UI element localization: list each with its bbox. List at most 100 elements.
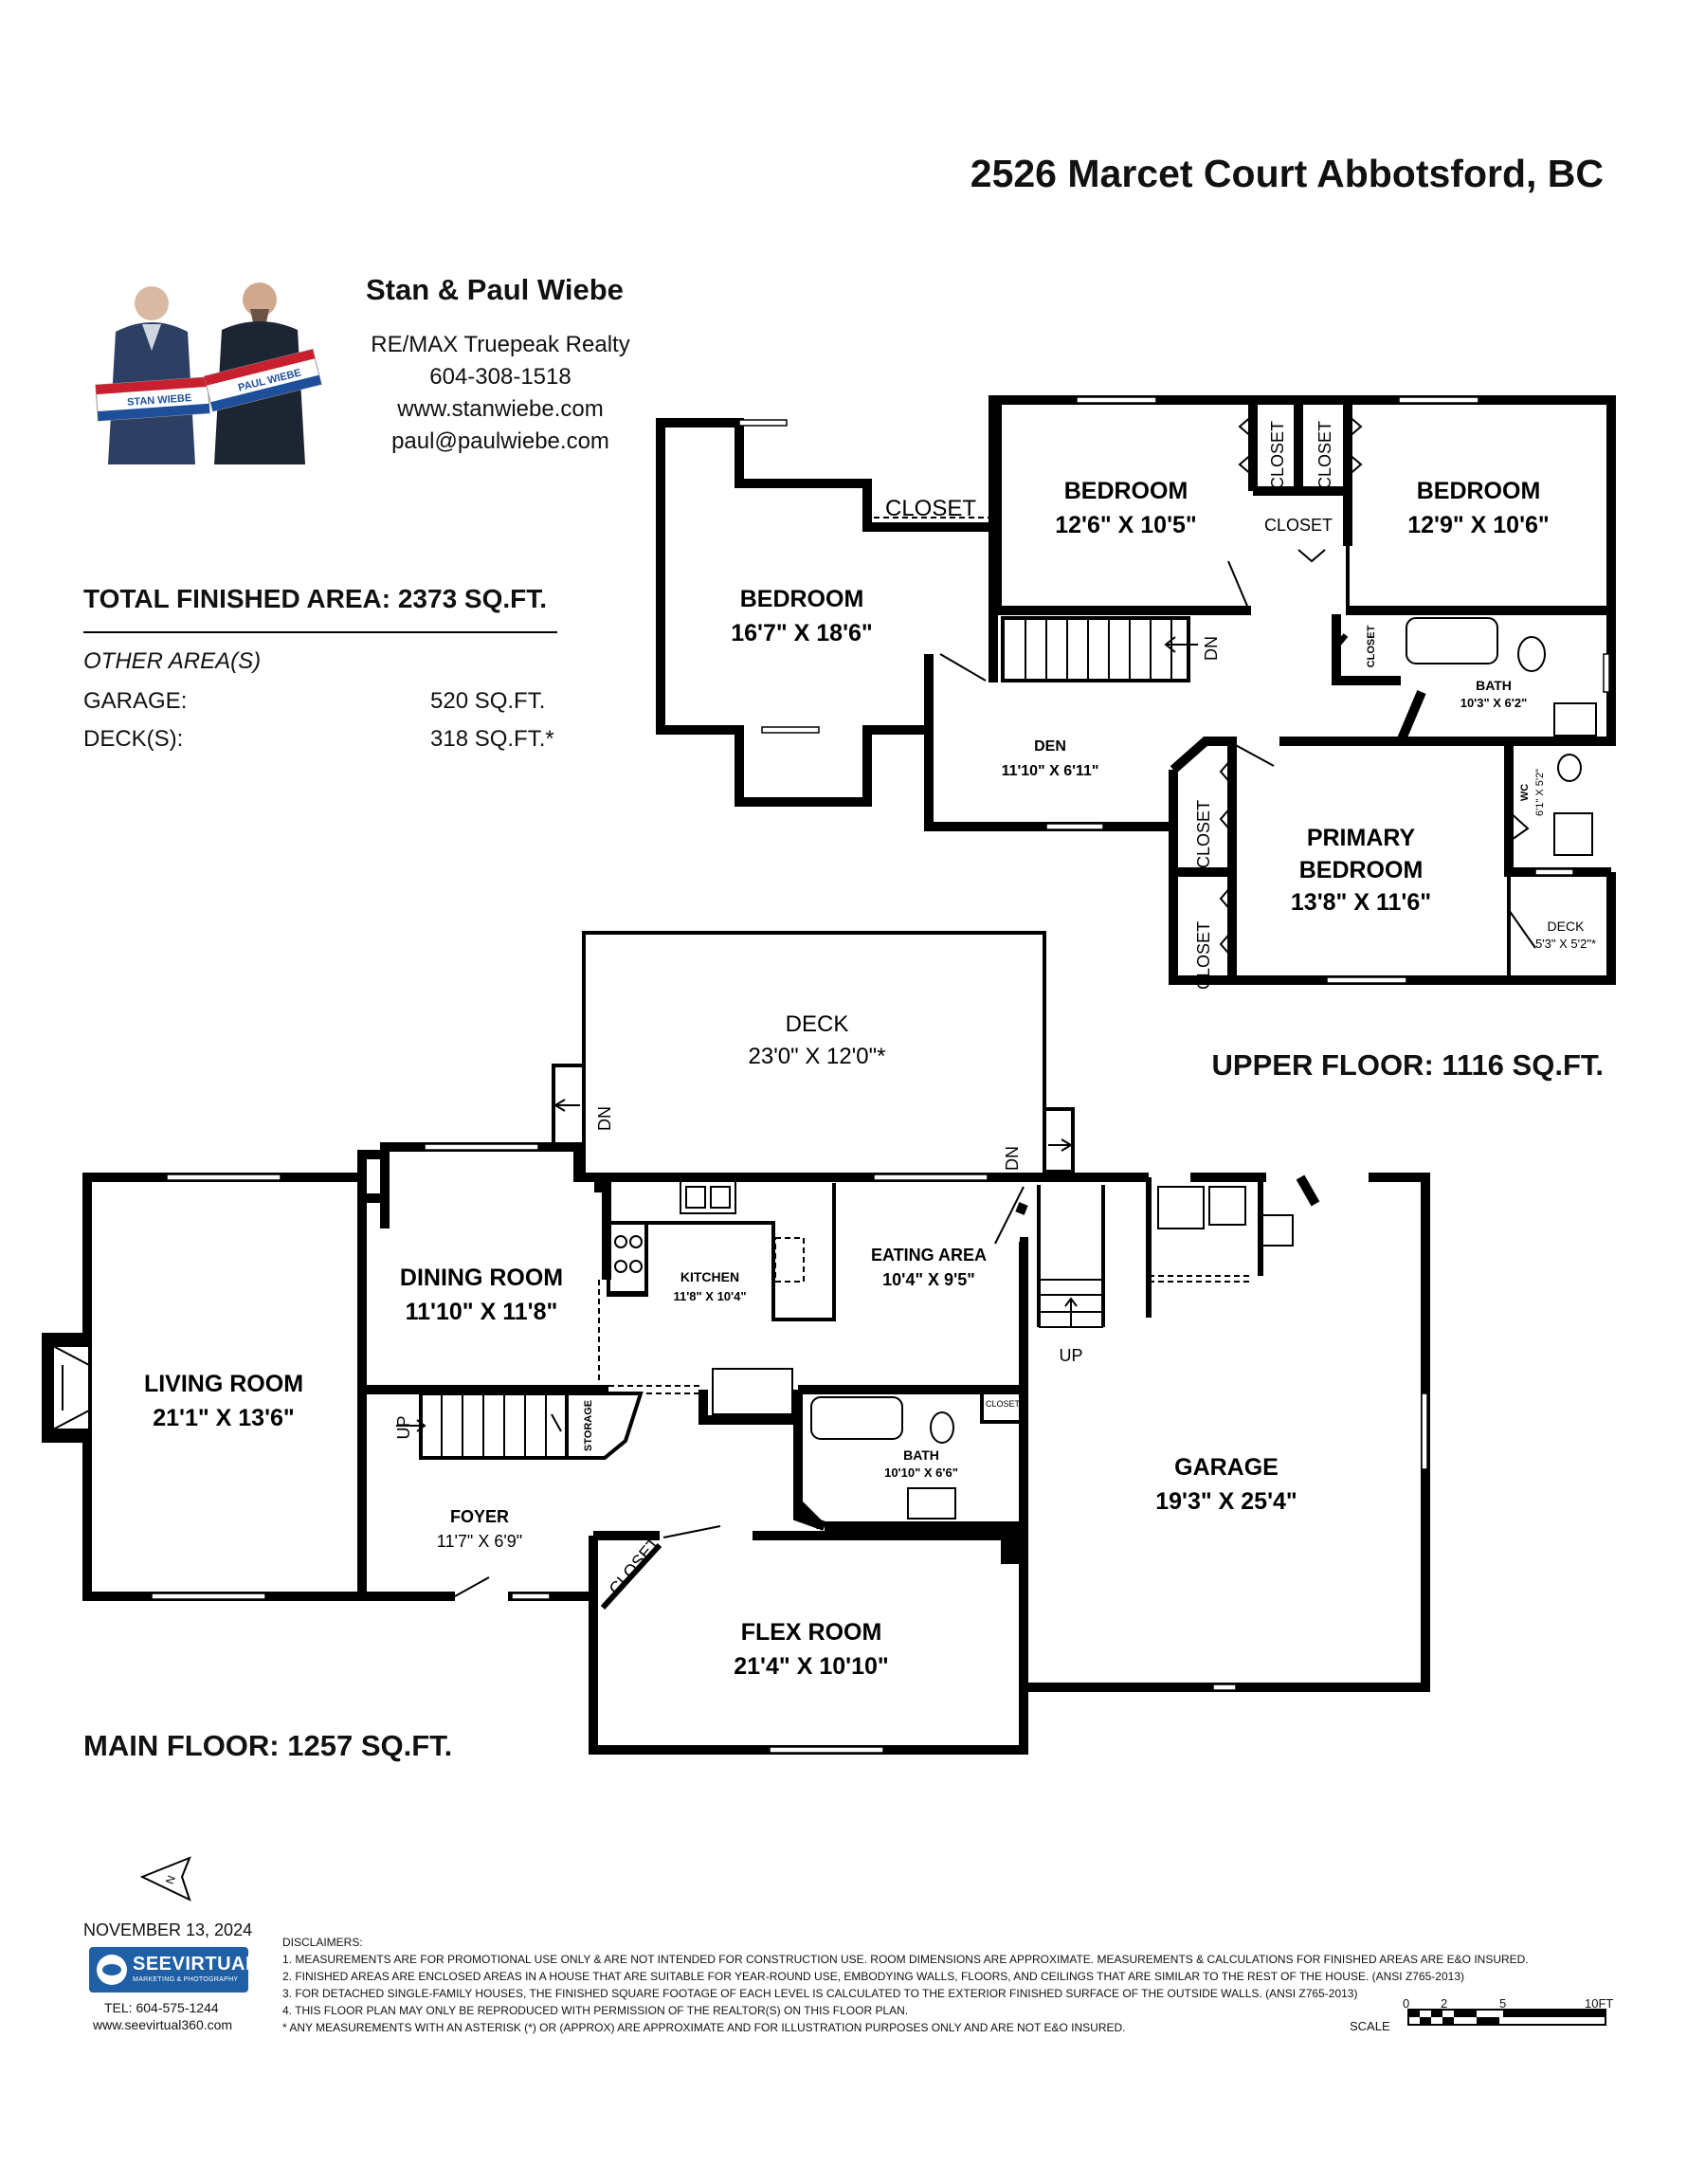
window [761,726,820,734]
seevirtual-logo: SEEVIRTUAL MARKETING & PHOTOGRAPHY [89,1947,257,1993]
agent-website[interactable]: www.stanwiebe.com [397,396,604,422]
garage-dim: 19'3" X 25'4" [1155,1488,1297,1515]
window [873,1174,989,1181]
upper-bedroom-2-label: BEDROOM [1064,478,1188,504]
disclaimer-2: 2. FINISHED AREAS ARE ENCLOSED AREAS IN … [282,1970,1464,1983]
upper-bedroom2-door [1227,560,1250,611]
front-door [454,1576,490,1597]
window [769,1746,884,1754]
upper-bathtub [1406,617,1498,664]
primary-closet-door-a [1219,757,1233,833]
disclaimer-4: 4. THIS FLOOR PLAN MAY ONLY BE REPRODUCE… [282,2004,909,2017]
deck-area-label: DECK(S): [83,726,184,752]
upper-stair-wall [989,527,1251,615]
upper-closets-walls [1248,400,1352,546]
garage-label: GARAGE [1174,1454,1279,1481]
upper-bedroom-left-dim: 16'7" X 18'6" [731,620,873,646]
wc-toilet [1557,754,1582,782]
garage-area-label: GARAGE: [83,688,188,714]
dining-walls [357,1142,604,1228]
scale-bar [1407,2009,1606,2026]
kitchen-dim: 11'8" X 10'4" [673,1289,746,1303]
agent-email[interactable]: paul@paulwiebe.com [391,428,609,454]
eating-area-label: EATING AREA [871,1246,987,1265]
disclaimer-1: 1. MEASUREMENTS ARE FOR PROMOTIONAL USE … [282,1953,1529,1966]
upper-bedroom-3-dim: 12'9" X 10'6" [1407,512,1550,538]
deck-stair-arrow-left [553,1099,580,1112]
window [1326,976,1407,984]
upper-outer-walls [862,395,1616,614]
upper-closet-small: CLOSET [1366,625,1377,667]
window [1534,868,1574,876]
primary-closet-a: CLOSET [1194,800,1213,868]
upper-bedroom-2-dim: 12'6" X 10'5" [1055,512,1197,538]
upper-bedroom-left-label: BEDROOM [740,586,864,612]
main-bath-label: BATH [903,1447,939,1463]
main-stairs [396,1392,644,1460]
dining-bottom-wall [357,1385,607,1448]
footer-web[interactable]: www.seevirtual360.com [93,2017,233,2032]
center-walls [597,1385,1024,1531]
flex-room-walls [589,1531,1028,1755]
wc-sink [1553,812,1593,856]
window [1212,1684,1237,1691]
upper-bedroom-3-label: BEDROOM [1417,478,1541,504]
closet-door-a [1238,414,1254,477]
garage-sink [1260,1214,1294,1247]
main-deck-dim: 23'0" X 12'0"* [749,1044,886,1069]
plan-date: NOVEMBER 13, 2024 [83,1920,253,1939]
garage-stairs [1039,1279,1103,1328]
wc-door [1508,810,1530,843]
eating-area-walls [995,1173,1028,1536]
deck-area-value: 318 SQ.FT.* [430,726,554,752]
upper-stairs [1001,616,1198,682]
foyer-label: FOYER [450,1507,509,1526]
garage-stairs-up: UP [1059,1346,1082,1365]
garage-inner-walls [1146,1177,1263,1318]
logo-sub-text: MARKETING & PHOTOGRAPHY [133,1976,239,1983]
main-floor-plan [42,931,1430,1755]
upper-den-dim: 11'10" X 6'11" [1002,763,1099,779]
upper-closet-vertical-a: CLOSET [1268,421,1287,489]
upper-floor-label: UPPER FLOOR: 1116 SQ.FT. [1211,1048,1604,1082]
main-deck-dn-right: DN [1003,1146,1022,1171]
garage-laundry-a [1157,1186,1205,1229]
upper-closet-label: CLOSET [885,496,976,521]
closet-door-b [1347,414,1363,477]
garage-stair-rails [1037,1185,1105,1327]
disclaimer-3: 3. FOR DETACHED SINGLE-FAMILY HOUSES, TH… [282,1987,1358,2000]
window [1421,1392,1428,1470]
upper-small-closet [1333,633,1384,683]
scale-tick-0: 0 [1403,1996,1410,2011]
agent-phone: 604-308-1518 [429,364,571,390]
upper-bath-dim: 10'3" X 6'2" [1460,696,1528,710]
window [511,1592,551,1600]
agent-photo: STAN WIEBE PAUL WIEBE [95,282,322,464]
flex-room-label: FLEX ROOM [741,1619,882,1646]
flex-closet-label: CLOSET [606,1534,664,1598]
primary-bedroom-label-1: PRIMARY [1307,825,1416,851]
primary-door [1231,742,1275,767]
disclaimer-5: * ANY MEASUREMENTS WITH AN ASTERISK (*) … [282,2021,1126,2034]
window [1076,396,1157,404]
window [738,419,788,427]
window [1398,396,1479,404]
upper-primary-closet [1173,867,1237,980]
dining-label: DINING ROOM [400,1265,563,1291]
upper-sink [1553,702,1597,737]
main-sink [907,1487,956,1520]
living-room-dim: 21'1" X 13'6" [153,1405,295,1431]
den-door [939,653,987,682]
upper-bedroom2-bottom [993,569,1257,610]
primary-closet-door-b [1219,884,1233,958]
main-counter-fixture [712,1368,793,1415]
wc-label: WC [1519,784,1531,801]
main-deck-label: DECK [786,1011,849,1037]
main-bathtub [810,1396,903,1440]
scale-tick-10: 10FT [1585,1996,1614,2011]
other-areas-heading: OTHER AREA(S) [83,648,262,674]
garage-post [1001,1526,1024,1564]
flex-room-dim: 21'4" X 10'10" [734,1653,889,1680]
fireplace [42,1333,90,1443]
garage-walls [1019,1173,1430,1692]
